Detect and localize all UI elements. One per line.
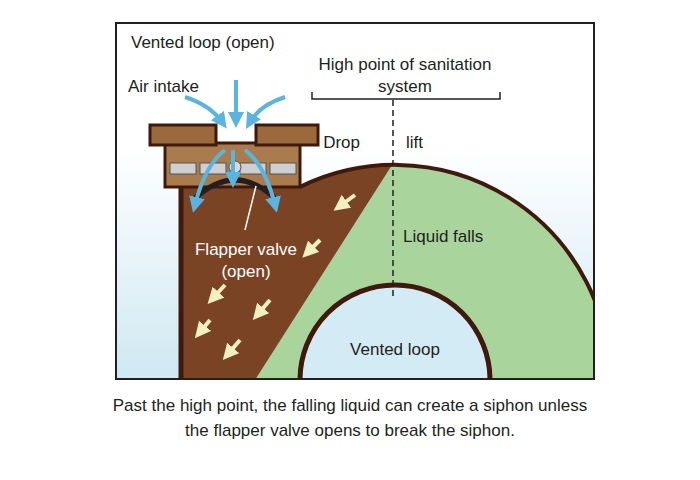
caption-text: Past the high point, the falling liquid … <box>110 393 590 443</box>
diagram-label: High point of sanitation system <box>305 54 505 98</box>
vent-cap <box>150 125 318 200</box>
frame <box>116 23 594 379</box>
diagram-label: Vented loop <box>350 339 440 361</box>
flapper-valve <box>193 180 277 200</box>
leader-line <box>245 186 256 230</box>
diagram-label: Liquid falls <box>403 226 483 248</box>
air-arrows <box>185 80 285 205</box>
diagram-title: Vented loop (open) <box>131 32 275 54</box>
diagram-label: Drop <box>323 132 360 154</box>
diagram-label: lift <box>406 132 423 154</box>
diagram-label: Flapper valve (open) <box>171 239 321 283</box>
diagram-label: Air intake <box>128 76 199 98</box>
high-point-line <box>392 100 394 300</box>
